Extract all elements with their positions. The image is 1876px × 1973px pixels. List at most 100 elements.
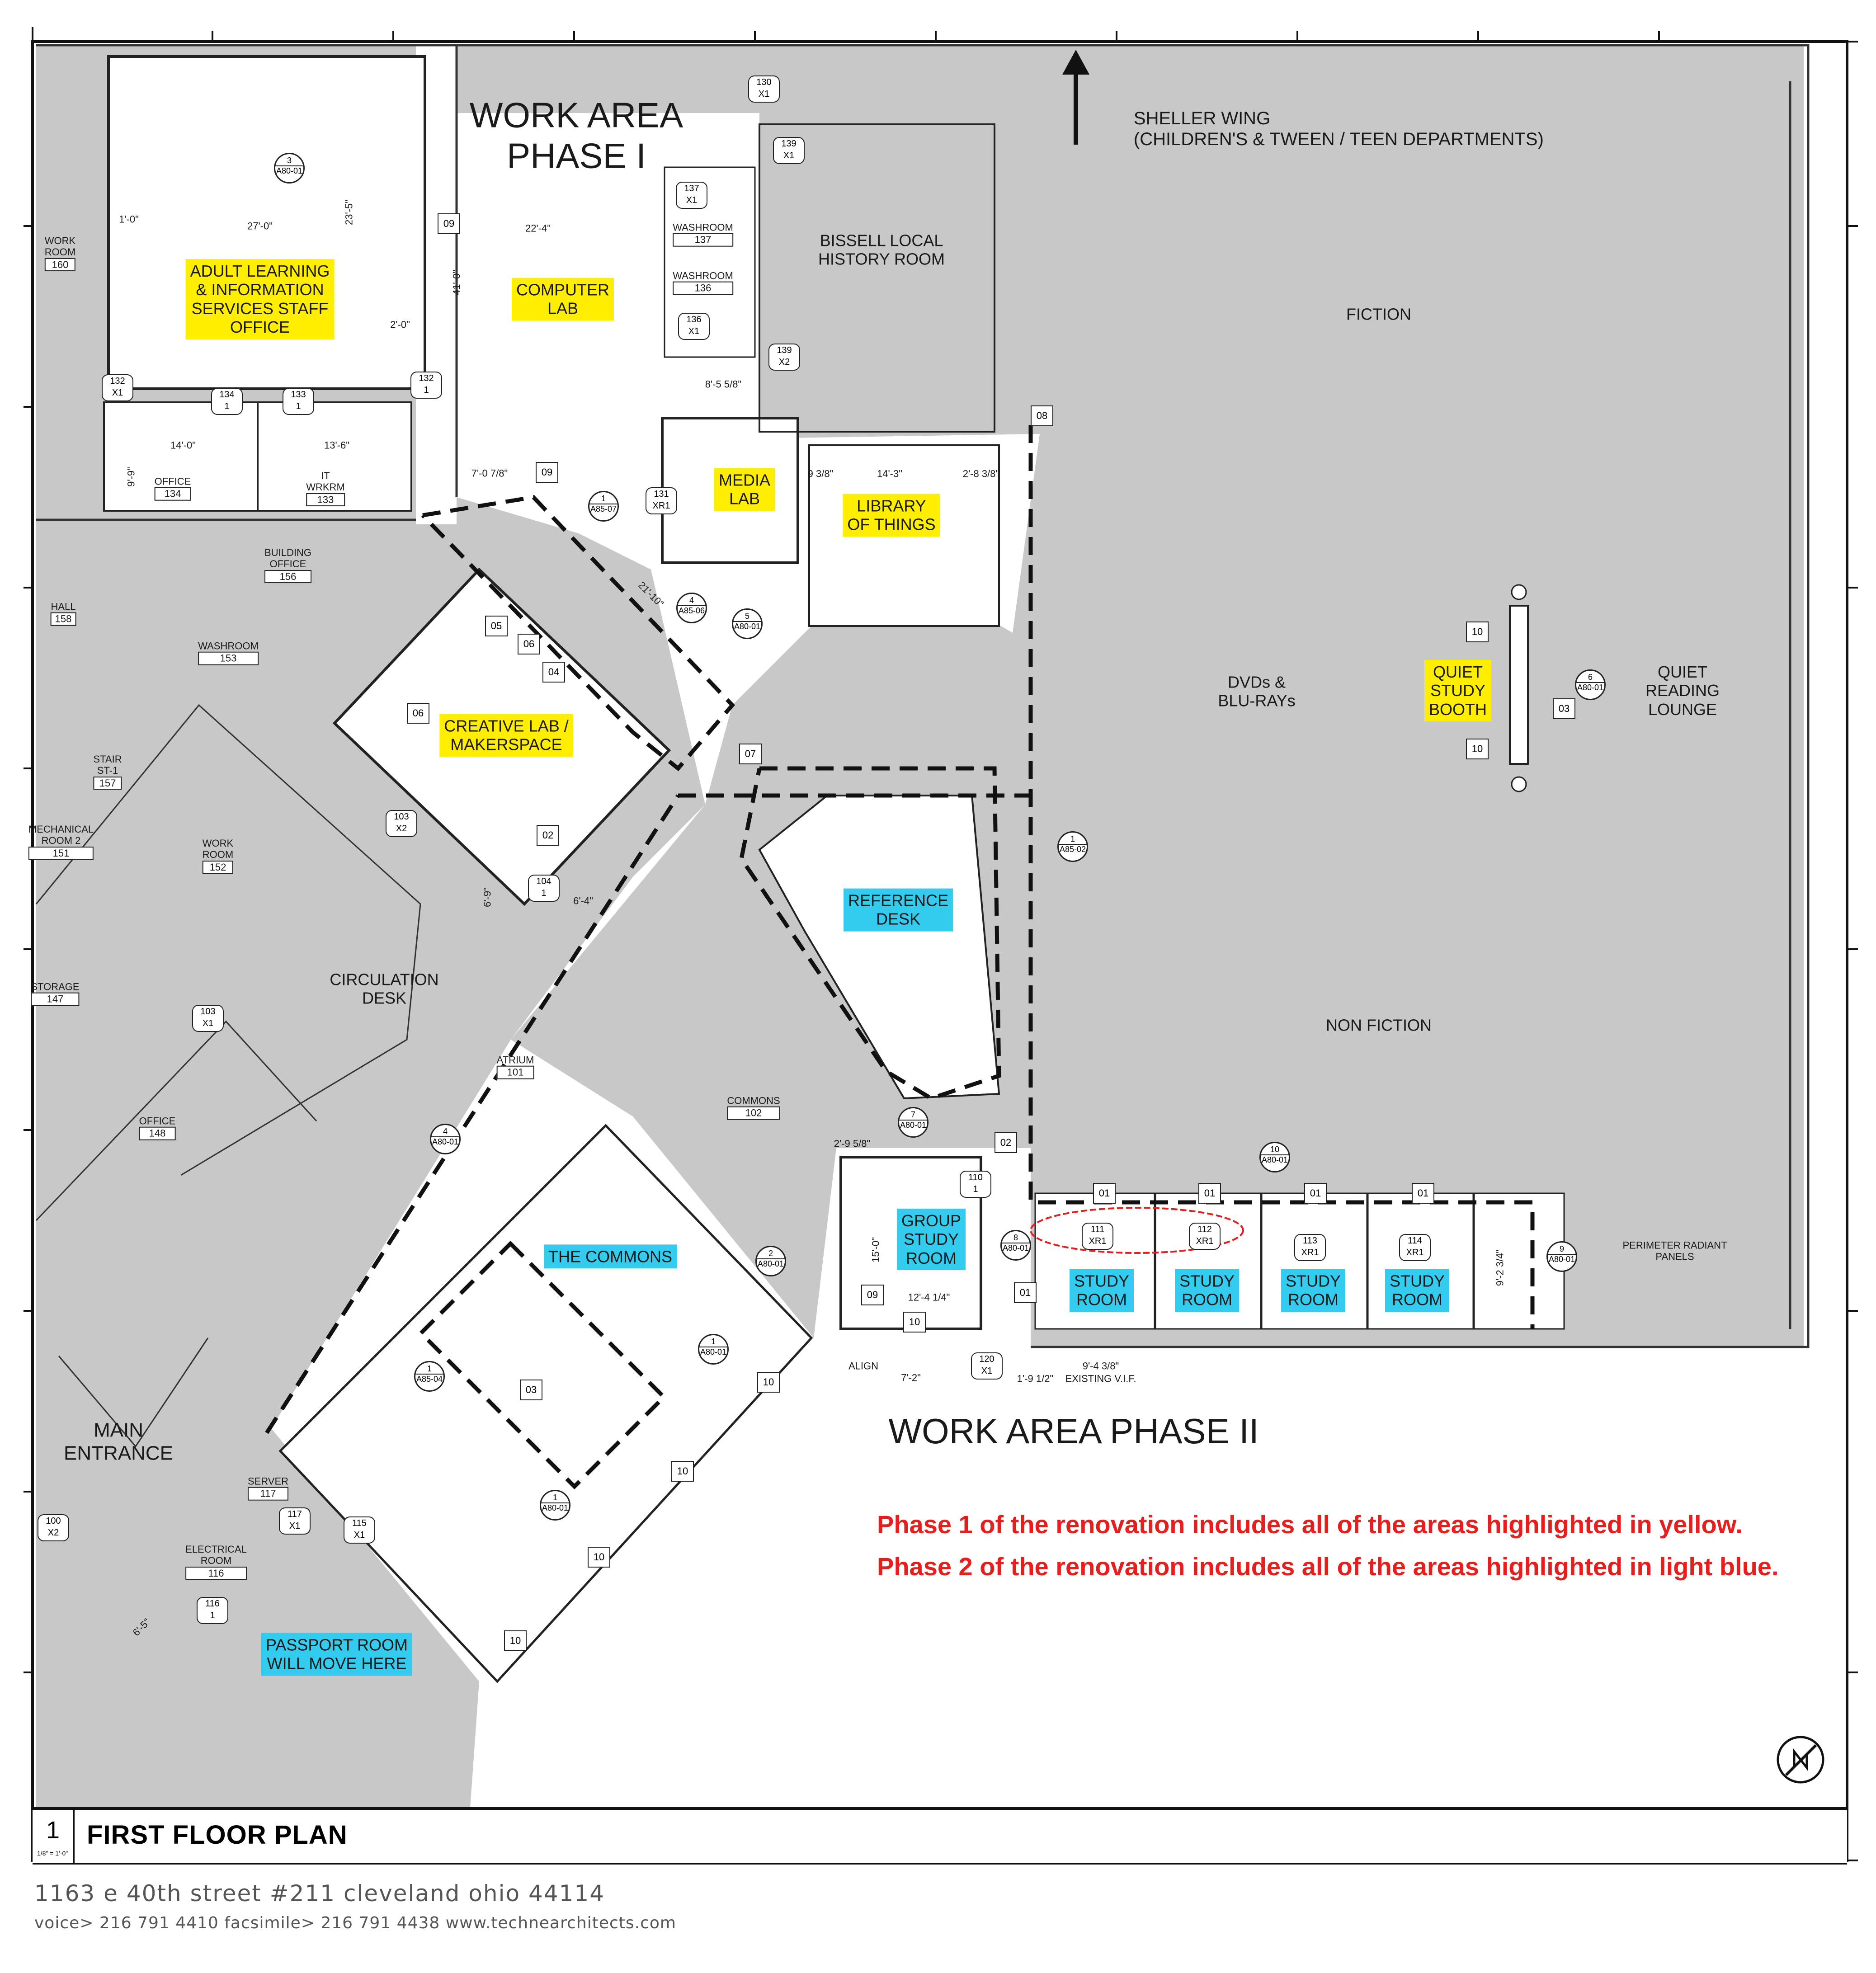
keynote: 02 <box>995 1132 1017 1153</box>
work-area-phase-2-heading: WORK AREA PHASE II <box>888 1411 1259 1451</box>
phase1-room-quiet-study-booth: QUIET STUDY BOOTH <box>1424 659 1492 722</box>
phase2-study-room-112: STUDY ROOM <box>1174 1269 1240 1312</box>
keynote: 10 <box>903 1312 926 1333</box>
title-block: 1 1/8" = 1'-0" FIRST FLOOR PLAN <box>33 1807 1847 1865</box>
dimension: ALIGN <box>848 1360 879 1372</box>
dimension: 7'-2" <box>901 1372 921 1384</box>
phase2-room-passport: PASSPORT ROOM WILL MOVE HERE <box>261 1633 413 1676</box>
dimension: 2'-8 3/8" <box>962 468 999 480</box>
dimension: 1'-9 1/2" <box>1017 1373 1054 1384</box>
area-quiet-lounge: QUIET READING LOUNGE <box>1645 662 1720 719</box>
keynote: 03 <box>520 1380 542 1400</box>
dimension: 9'-2 3/4" <box>1494 1249 1506 1286</box>
dimension: 8'-5 5/8" <box>705 378 742 390</box>
dimension: 23'-5" <box>343 199 355 226</box>
firm-contact: voice> 216 791 4410 facsimile> 216 791 4… <box>34 1914 676 1932</box>
keynote: 08 <box>1031 405 1053 426</box>
firm-footer: 1163 e 40th street #211 cleveland ohio 4… <box>34 1880 676 1932</box>
phase2-study-room-111: STUDY ROOM <box>1069 1269 1134 1312</box>
phase1-room-adult-learning: ADULT LEARNING & INFORMATION SERVICES ST… <box>185 259 335 339</box>
phase-1-note: Phase 1 of the renovation includes all o… <box>877 1510 1743 1539</box>
keynote: 01 <box>1014 1282 1037 1303</box>
dimension: 9'-4 3/8" <box>1082 1360 1119 1372</box>
washrooms-block <box>664 166 756 358</box>
walls <box>35 44 1810 1448</box>
keynote: 10 <box>757 1372 780 1393</box>
sheller-wing-label: SHELLER WING (CHILDREN'S & TWEEN / TEEN … <box>1133 108 1544 149</box>
phase1-room-media-lab: MEDIA LAB <box>714 468 775 511</box>
keynote: 01 <box>1412 1183 1434 1204</box>
quiet-booth-structure <box>1509 605 1529 765</box>
dimension: 2'-9 5/8" <box>834 1138 871 1149</box>
keynote: 06 <box>407 703 429 724</box>
dimension: 22'-4" <box>525 222 551 234</box>
phase1-room-creative-lab: CREATIVE LAB / MAKERSPACE <box>439 714 573 757</box>
dimension: 14'-0" <box>170 439 196 451</box>
dimension: EXISTING V.I.F. <box>1065 1373 1136 1384</box>
keynote: 07 <box>739 744 762 764</box>
dimension: 27'-0" <box>247 220 273 232</box>
firm-address: 1163 e 40th street #211 cleveland ohio 4… <box>34 1880 605 1907</box>
dimension: 13'-6" <box>324 439 350 451</box>
keynote: 01 <box>1093 1183 1116 1204</box>
area-non-fiction: NON FICTION <box>1326 1016 1432 1035</box>
keynote: 06 <box>518 634 540 655</box>
dimension: 12'-4 1/4" <box>908 1291 950 1303</box>
keynote: 10 <box>588 1547 610 1568</box>
keynote: 09 <box>536 462 558 483</box>
keynote: 09 <box>438 213 460 234</box>
dimension: 41'-0" <box>451 269 462 296</box>
phase2-room-group-study: GROUP STUDY ROOM <box>896 1208 966 1271</box>
keynote: 02 <box>537 825 559 846</box>
north-symbol-icon <box>1777 1736 1824 1784</box>
dimension: PERIMETER RADIANT PANELS <box>1622 1239 1727 1262</box>
work-area-boundaries <box>265 425 1535 1490</box>
dimension: 9'-9" <box>125 467 137 487</box>
area-bissell: BISSELL LOCAL HISTORY ROOM <box>818 231 945 268</box>
keynote: 01 <box>1198 1183 1221 1204</box>
sheet-scale: 1/8" = 1'-0" <box>37 1850 68 1857</box>
phase2-study-room-113: STUDY ROOM <box>1281 1269 1346 1312</box>
